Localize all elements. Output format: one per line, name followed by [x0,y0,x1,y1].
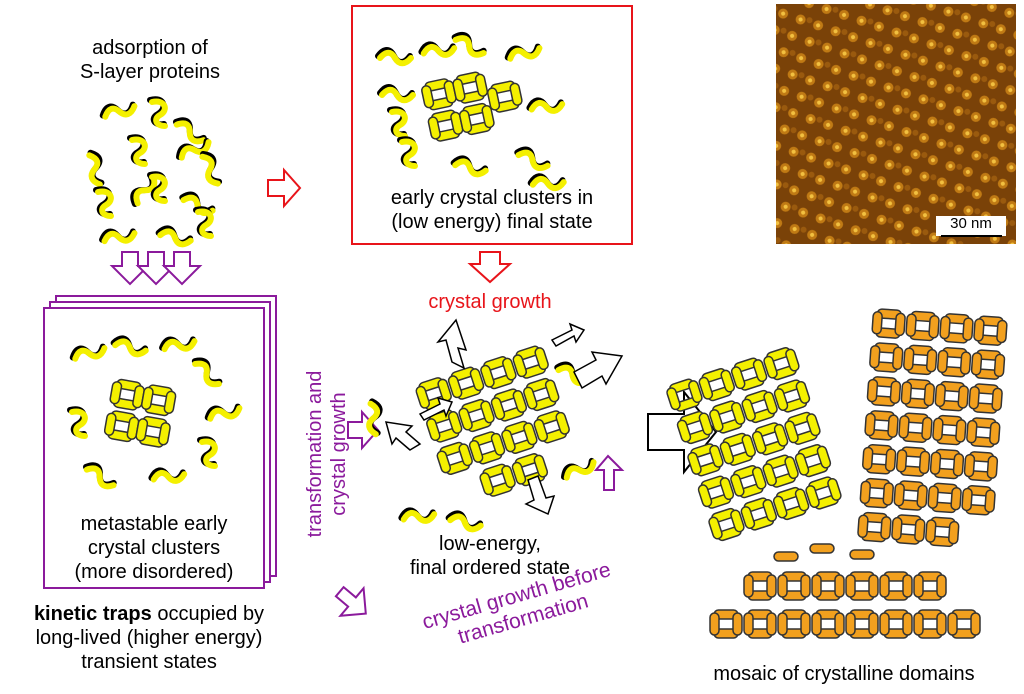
transformation-line1: transformation and [304,370,326,538]
metastable-line1: metastable early [80,513,228,535]
metastable-line3: (more disordered) [74,561,234,583]
adsorption-line2: S-layer proteins [79,61,221,83]
purple-arrow-right [347,409,380,451]
scale-bar-text: 30 nm [950,215,992,232]
transformation-line2: crystal growth [328,392,350,516]
adsorption-label: adsorption of S-layer proteins [50,36,250,84]
early-clusters-label: early crystal clusters in (low energy) f… [352,186,632,234]
mosaic-label: mosaic of crystalline domains [684,662,1004,686]
early-clusters-line2: (low energy) final state [391,211,593,233]
curved-arrow [334,454,625,617]
kinetic-line2: long-lived (higher energy) [35,627,263,649]
purple-arrows-down [109,251,203,286]
kinetic-line1: kinetic traps occupied by [4,602,294,626]
adsorbed-proteins [84,99,225,247]
transformation-growth-label: transformation and crystal growth [303,339,351,569]
scale-bar-label: 30 nm [936,214,1006,234]
crystal-growth-text: crystal growth [428,291,552,313]
growth-arrows [384,318,624,516]
low-energy-label: low-energy, final ordered state [390,532,590,580]
kinetic-rest: occupied by [151,603,265,625]
low-energy-line1: low-energy, [439,533,541,555]
mosaic-domains [664,307,1009,639]
adsorption-line1: adsorption of [92,37,208,59]
red-arrow-down [467,251,513,284]
metastable-label: metastable early crystal clusters (more … [44,512,264,584]
low-energy-line2: final ordered state [409,557,571,579]
mosaic-text: mosaic of crystalline domains [713,663,975,685]
kinetic-bold: kinetic traps [33,603,152,625]
kinetic-line3: transient states [81,651,217,673]
red-arrow-right [267,167,302,209]
metastable-line2: crystal clusters [87,537,221,559]
crystal-growth-label: crystal growth [400,290,580,314]
early-clusters-line1: early crystal clusters in [390,187,594,209]
kinetic-traps-label: kinetic traps occupied by long-lived (hi… [4,602,294,674]
metastable-stack [43,295,277,589]
afm-image [776,4,1016,244]
